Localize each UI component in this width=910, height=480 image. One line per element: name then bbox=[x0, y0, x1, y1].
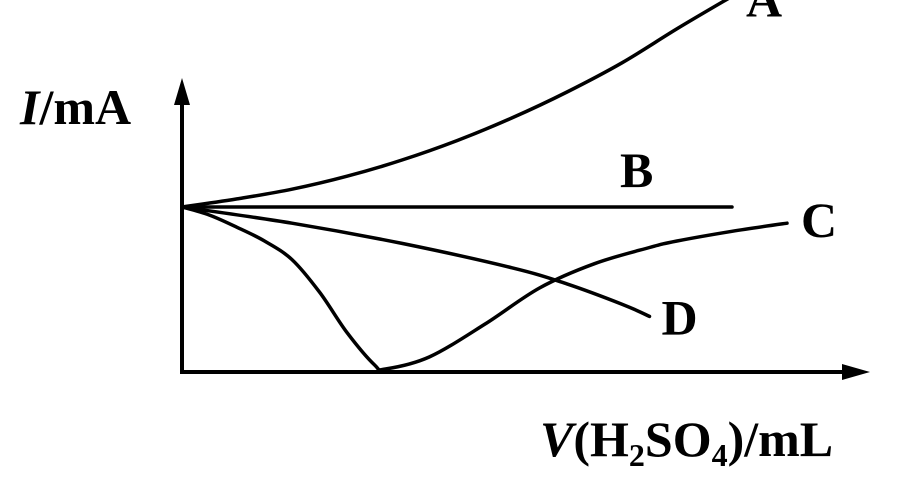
x-axis-arrow bbox=[842, 364, 870, 380]
series-layer bbox=[180, 0, 789, 372]
series-line-c bbox=[180, 205, 789, 372]
y-axis-variable: I bbox=[19, 79, 41, 135]
series-line-d bbox=[180, 205, 652, 319]
x-axis-label: V(H2SO4)/mL bbox=[540, 411, 833, 473]
x-axis-sub-4: 4 bbox=[712, 437, 728, 473]
series-label-b: B bbox=[620, 142, 653, 198]
x-axis-label-close: )/mL bbox=[728, 411, 834, 467]
x-axis-label-open: (H bbox=[573, 411, 629, 467]
series-label-d: D bbox=[662, 289, 698, 345]
y-axis-label: I/mA bbox=[19, 79, 131, 135]
y-axis-unit: /mA bbox=[38, 79, 131, 135]
series-label-a: A bbox=[746, 0, 782, 27]
series-label-c: C bbox=[801, 192, 837, 248]
series-labels: A B C D bbox=[620, 0, 837, 345]
series-line-a bbox=[180, 0, 730, 209]
x-axis-variable: V bbox=[540, 411, 577, 467]
x-axis-label-mid: SO bbox=[645, 411, 712, 467]
y-axis-arrow bbox=[174, 78, 190, 105]
x-axis-sub-2: 2 bbox=[629, 437, 645, 473]
